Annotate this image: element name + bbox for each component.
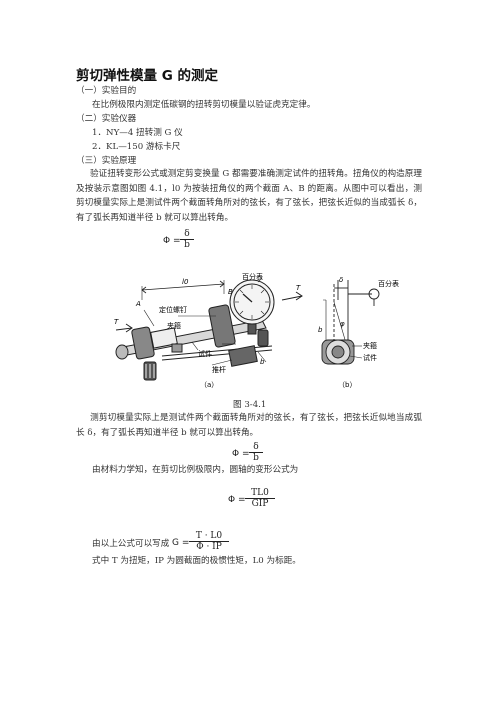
chord-text: 测剪切模量实际上是测试件两个截面转角所对的弦长，有了弦长，把弦长近似地当成弧长 … [76,413,422,438]
label-b-small-b: b [318,326,323,334]
label-percent-gauge-a: 百分表 [242,272,263,281]
figure-a [115,277,303,381]
label-b: B [228,288,233,296]
label-a: A [135,300,141,308]
caption-a: （a） [200,381,218,389]
formula-2-lhs: Φ = [232,449,250,459]
purpose-text: 在比例极限内测定低碳钢的扭转剪切模量以验证虎克定律。 [92,100,316,110]
formula-1-lhs: Φ = [163,236,181,246]
formula-4-fraction: T · L0 Φ · IP [189,531,229,553]
formula-2-fraction: δ b [249,442,263,464]
label-b-small-a: b [260,358,265,366]
label-percent-gauge-b: 百分表 [378,279,399,288]
label-clamp-b: 夹箍 [363,341,377,350]
page-title: 剪切弹性模量 G 的测定 [76,68,218,84]
caption-b: （b） [338,381,356,389]
mechanics-text: 由材料力学知，在剪切比例极限内，圆轴的变形公式为 [92,465,299,475]
formula-3-denominator: GIP [251,499,269,509]
label-phi: φ [340,320,345,328]
formula-1-numerator: δ [180,229,194,240]
formula-3-fraction: TL0 GIP [245,488,275,510]
section-heading-instruments: （二）实验仪器 [76,114,137,124]
label-delta: δ [339,276,343,284]
label-l0: l0 [182,278,189,286]
label-t-right: T [296,284,301,292]
label-clamp-a: 夹箍 [167,321,181,330]
formula-4-lead: 由以上公式可以写成 [92,539,170,549]
instrument-item-1: 1．NY—4 扭转测 G 仪 [92,128,183,138]
formula-1-fraction: δ b [180,229,194,251]
section-heading-purpose: （一）实验目的 [76,86,137,96]
principle-paragraph: 验证扭转变形公式或测定剪变换量 G 都需要准确测定试件的扭转角。扭角仪的构造原理… [76,167,422,225]
figure-b [321,280,380,365]
label-specimen-b: 试件 [363,353,377,362]
formula-3-lhs: Φ = [228,495,246,505]
label-push-rod: 推杆 [212,365,226,374]
formula-1-denominator: b [184,240,190,250]
formula-4-denominator: Φ · IP [196,542,222,552]
apparatus-figure: 百分表 定位螺钉 夹箍 试件 推杆 A B l0 T T b （a） 百分表 δ… [114,272,399,389]
principle-text: 验证扭转变形公式或测定剪变换量 G 都需要准确测定试件的扭转角。扭角仪的构造原理… [76,169,422,223]
section-heading-principle: （三）实验原理 [76,156,137,166]
formula-3-numerator: TL0 [245,488,275,499]
chord-paragraph: 测剪切模量实际上是测试件两个截面转角所对的弦长，有了弦长，把弦长近似地当成弧长 … [76,411,422,440]
label-specimen-a: 试件 [198,349,212,358]
formula-2-denominator: b [253,453,259,463]
formula-4-numerator: T · L0 [189,531,229,542]
label-locating-screw: 定位螺钉 [159,305,187,314]
symbols-explanation: 式中 T 为扭矩，IP 为圆截面的极惯性矩，L0 为标距。 [92,556,301,566]
instrument-item-2: 2．KL—150 游标卡尺 [92,142,181,152]
figure-caption: 图 3-4.1 [233,400,267,410]
label-t-left: T [114,318,119,326]
formula-4-lhs: G = [172,538,190,548]
formula-2-numerator: δ [249,442,263,453]
